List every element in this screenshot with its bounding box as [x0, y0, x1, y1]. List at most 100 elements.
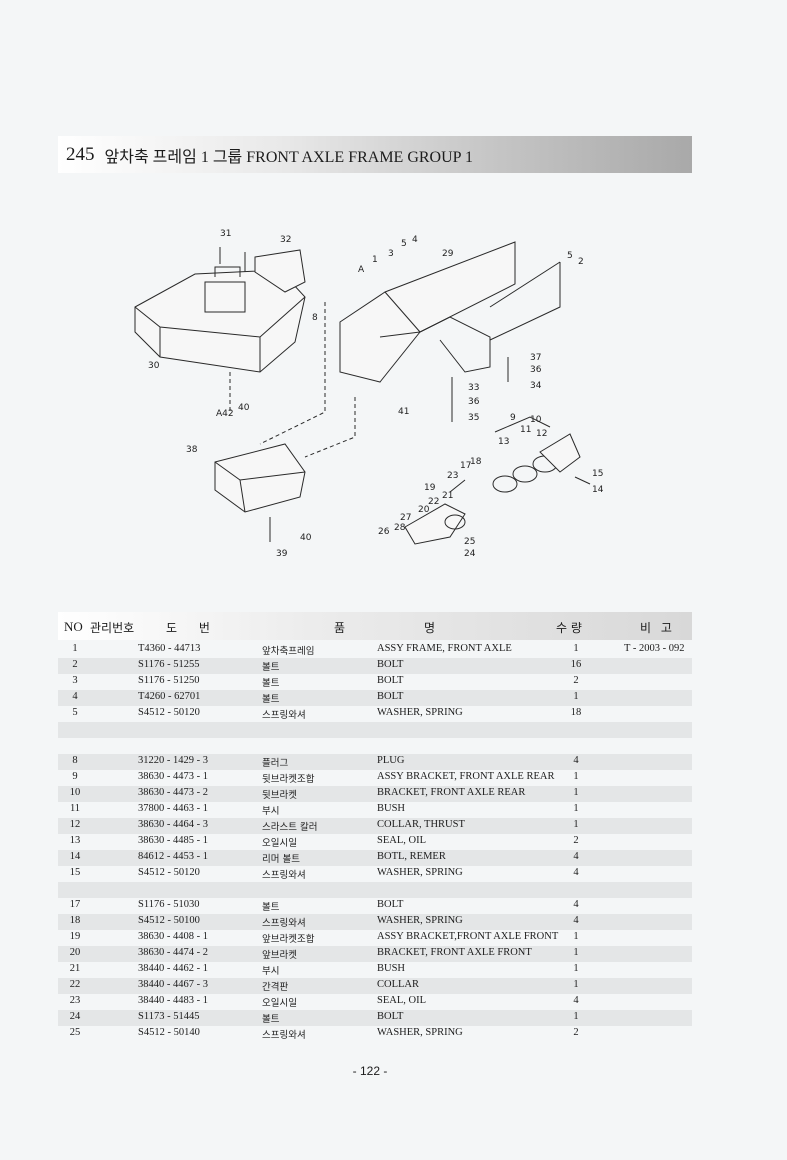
table-row-blank — [58, 882, 692, 898]
callout-17: 17 — [460, 461, 471, 471]
callout-41: 41 — [398, 407, 409, 417]
page-number: - 122 - — [352, 1064, 388, 1078]
cell-korean-name: 볼트 — [262, 678, 280, 689]
cell-korean-name: 오일시일 — [262, 838, 297, 849]
callout-19: 19 — [424, 483, 436, 493]
cell-quantity: 1 — [573, 1011, 579, 1022]
cell-quantity: 2 — [573, 835, 579, 846]
cell-english-name: BRACKET, FRONT AXLE REAR — [377, 787, 526, 798]
cell-quantity: 1 — [573, 979, 579, 990]
cell-part-code: 38630 - 4408 - 1 — [138, 931, 208, 942]
cell-english-name: WASHER, SPRING — [377, 707, 463, 718]
cell-english-name: PLUG — [377, 755, 405, 766]
cell-korean-name: 볼트 — [262, 694, 280, 705]
callout-12: 12 — [536, 429, 547, 439]
cell-no: 2 — [72, 659, 78, 670]
callout-5b: 5 — [567, 251, 573, 261]
table-row-blank — [58, 722, 692, 738]
cell-english-name: SEAL, OIL — [377, 835, 426, 846]
cell-part-code: S1176 - 51250 — [138, 675, 200, 686]
cell-remarks: T - 2003 - 092 — [624, 643, 685, 654]
header-mgmt-number: 관리번호 — [90, 621, 135, 635]
cell-no: 18 — [69, 915, 81, 926]
cell-part-code: T4260 - 62701 — [138, 691, 201, 702]
cell-english-name: BOLT — [377, 899, 404, 910]
callout-39: 39 — [276, 549, 288, 559]
cell-korean-name: 볼트 — [262, 902, 280, 913]
cell-no: 15 — [69, 867, 81, 878]
cell-part-code: 38440 - 4483 - 1 — [138, 995, 208, 1006]
header-name: 명 — [424, 621, 436, 635]
cell-part-code: 38630 - 4473 - 2 — [138, 787, 208, 798]
cell-korean-name: 부시 — [262, 806, 280, 817]
callout-21: 21 — [442, 491, 453, 501]
table-row-blank — [58, 738, 692, 754]
cell-korean-name: 볼트 — [262, 662, 280, 673]
callout-30: 30 — [148, 361, 160, 371]
cell-part-code: S1176 - 51255 — [138, 659, 200, 670]
cell-english-name: BUSH — [377, 803, 406, 814]
cell-no: 9 — [72, 771, 78, 782]
cell-english-name: SEAL, OIL — [377, 995, 426, 1006]
callout-22: 22 — [428, 497, 439, 507]
cell-english-name: BUSH — [377, 963, 406, 974]
callout-4: 4 — [412, 235, 418, 245]
cell-part-code: S4512 - 50140 — [138, 1027, 200, 1038]
cell-part-code: 38440 - 4462 - 1 — [138, 963, 208, 974]
header-no: NO — [64, 619, 83, 634]
cell-part-code: S4512 - 50100 — [138, 915, 200, 926]
cell-part-code: T4360 - 44713 — [138, 643, 201, 654]
callout-31: 31 — [220, 229, 231, 239]
cell-english-name: BOTL, REMER — [377, 851, 446, 862]
cell-no: 21 — [69, 963, 81, 974]
cell-no: 13 — [69, 835, 81, 846]
cell-quantity: 4 — [573, 899, 579, 910]
cell-no: 17 — [69, 899, 81, 910]
callout-11: 11 — [520, 425, 531, 435]
cell-part-code: 37800 - 4463 - 1 — [138, 803, 208, 814]
cell-english-name: BOLT — [377, 1011, 404, 1022]
callout-28: 28 — [394, 523, 406, 533]
cell-korean-name: 부시 — [262, 966, 280, 977]
cell-korean-name: 앞브라켓 — [262, 950, 297, 961]
callout-15: 15 — [592, 469, 603, 479]
callout-34: 34 — [530, 381, 542, 391]
header-quantity: 수 량 — [556, 621, 582, 635]
cell-english-name: COLLAR — [377, 979, 419, 990]
section-title: 앞차축 프레임 1 그룹 FRONT AXLE FRAME GROUP 1 — [104, 148, 473, 166]
callout-35: 35 — [468, 413, 479, 423]
callout-36a: 36 — [530, 365, 542, 375]
cell-no: 10 — [69, 787, 81, 798]
cell-part-code: 31220 - 1429 - 3 — [138, 755, 208, 766]
callout-23: 23 — [447, 471, 458, 481]
cell-part-code: S4512 - 50120 — [138, 707, 200, 718]
cell-quantity: 1 — [573, 947, 579, 958]
cell-english-name: ASSY FRAME, FRONT AXLE — [377, 643, 512, 654]
cell-quantity: 1 — [573, 819, 579, 830]
header-remarks: 비 고 — [640, 621, 672, 635]
callout-25: 25 — [464, 537, 475, 547]
cell-quantity: 4 — [573, 995, 579, 1006]
cell-no: 25 — [69, 1027, 81, 1038]
cell-english-name: WASHER, SPRING — [377, 915, 463, 926]
callout-27: 27 — [400, 513, 411, 523]
cell-no: 22 — [69, 979, 81, 990]
callout-9: 9 — [510, 413, 516, 423]
callout-32: 32 — [280, 235, 291, 245]
cell-quantity: 16 — [570, 659, 582, 670]
callout-20: 20 — [418, 505, 430, 515]
cell-quantity: 2 — [573, 675, 579, 686]
callout-38: 38 — [186, 445, 198, 455]
cell-no: 8 — [72, 755, 78, 766]
